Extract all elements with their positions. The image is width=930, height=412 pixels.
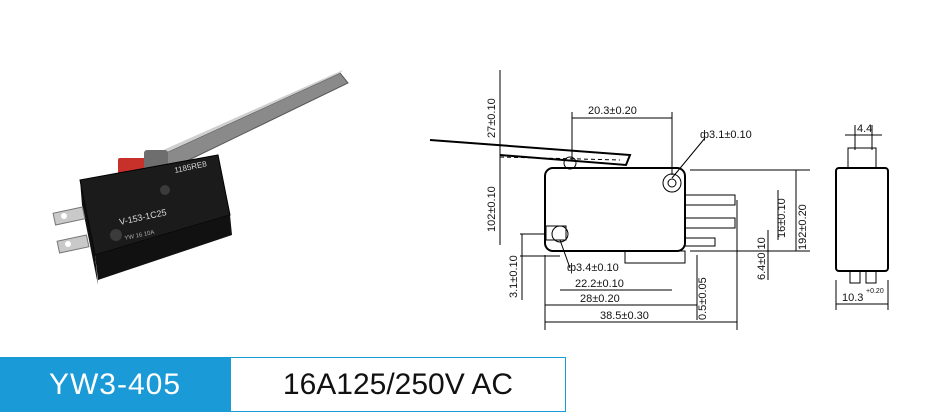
- dim-27: 27±0.10: [486, 98, 498, 138]
- dim-6-4: 6.4±0.10: [756, 237, 768, 280]
- dim-28: 28±0.20: [580, 293, 620, 305]
- model-label: YW3-405: [0, 357, 230, 412]
- dim-22-2: 22.2±0.10: [575, 278, 624, 290]
- dimension-drawing: 27±0.10 20.3±0.20 ф3.1±0.10 102±0.10 3.1…: [429, 70, 889, 330]
- switch-photo: 1185RE8 V-153-1C25 YW 16 10A: [52, 70, 349, 285]
- rating-label: 16A125/250V AC: [230, 357, 566, 412]
- dim-hole-8-1: ф3.1±0.10: [700, 129, 752, 141]
- side-view-body: [835, 167, 889, 272]
- dim-10-3-tol: +0.20: [866, 288, 884, 295]
- dim-102: 102±0.10: [486, 186, 498, 232]
- dim-3-1: 3.1±0.10: [508, 255, 520, 298]
- dim-10-3: 10.3: [842, 292, 863, 304]
- dim-192: 192±0.20: [797, 204, 809, 250]
- dim-16: 16±0.10: [776, 198, 788, 238]
- spec-banner: YW3-405 16A125/250V AC: [0, 357, 930, 412]
- dim-hole-3-4: ф3.4±0.10: [567, 262, 619, 274]
- dim-4-4: 4.4: [857, 123, 872, 135]
- lever-outline: [429, 139, 632, 167]
- switch-body: [544, 167, 686, 252]
- dim-38-5: 38.5±0.30: [600, 310, 649, 322]
- dim-0-5: 0.5±0.05: [697, 277, 709, 320]
- dim-20-3: 20.3±0.20: [588, 105, 637, 117]
